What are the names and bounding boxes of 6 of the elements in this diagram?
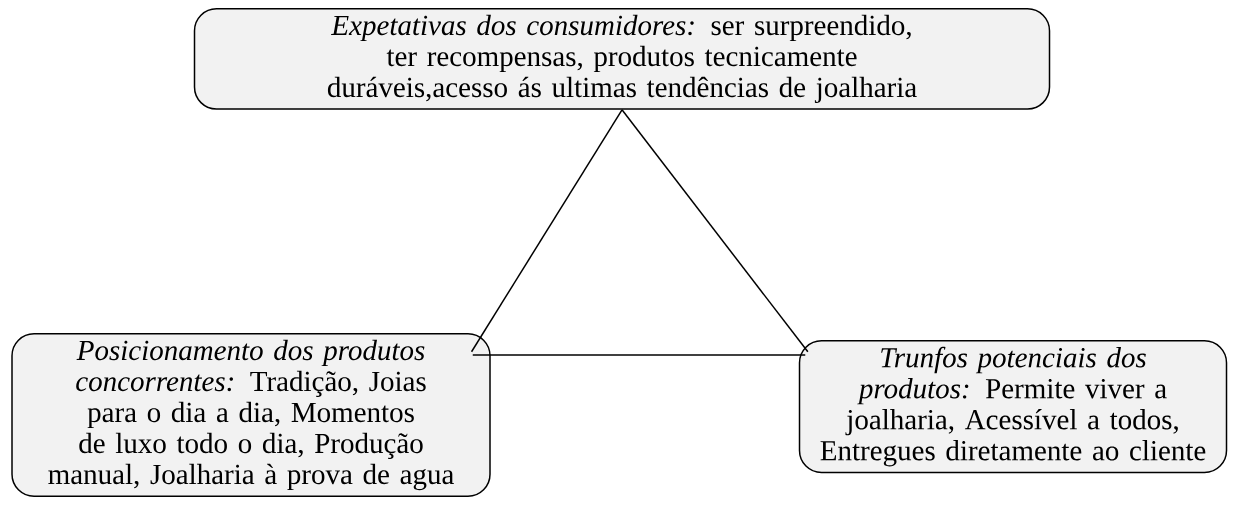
connector-line	[470, 109, 623, 353]
text-box: Expetativas dos consumidores: ser surpreendido, ter recompensas, produtos tecnicamente duráveis,acesso ás ultimas tendências de joalharia	[193, 8, 1051, 110]
text-box: Posicionamento dos produtos concorrentes: Tradição, Joias para o dia a dia, Momentos de luxo todo o dia, Produção manual, Joalharia à prova de agua	[11, 333, 491, 497]
connector-line	[621, 109, 809, 353]
connector-line	[472, 354, 806, 356]
text-box: Trunfos potenciais dos produtos: Permite viver a joalharia, Acessível a todos, Entregues diretamente ao cliente	[798, 340, 1228, 474]
